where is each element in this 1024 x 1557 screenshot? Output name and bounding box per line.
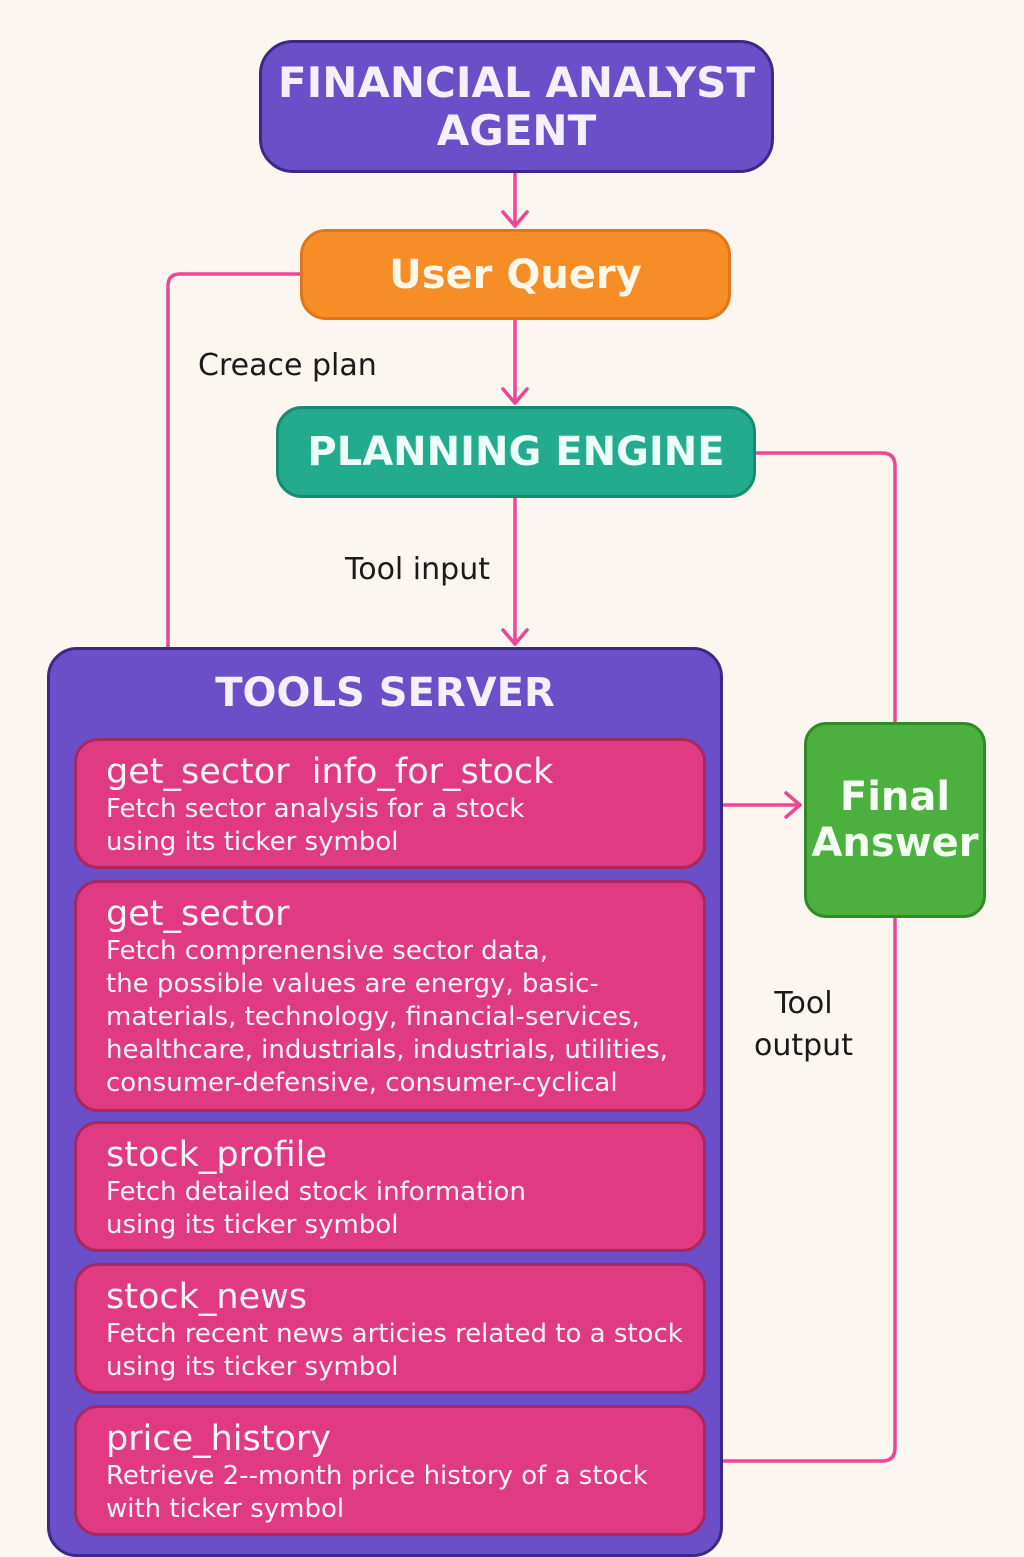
planning-engine-node: PLANNING ENGINE — [276, 406, 756, 498]
agent-to-query-arrowhead — [501, 210, 529, 228]
tool-to-final-arrowhead — [784, 791, 802, 819]
create-plan-loop-line — [166, 272, 302, 649]
tool-card-get-sector: get_sector Fetch comprenensive sector da… — [74, 880, 706, 1112]
tools-server-panel: TOOLS SERVER get_sector info_for_stock F… — [47, 647, 723, 1557]
tool-name: get_sector info_for_stock — [106, 752, 554, 792]
tool-card-stock-news: stock_news Fetch recent news articies re… — [74, 1263, 706, 1394]
tool-description: Retrieve 2--month price history of a sto… — [106, 1461, 648, 1524]
tool-name: get_sector — [106, 894, 290, 934]
tool-output-label: Tool output — [754, 986, 853, 1063]
tool-input-label: Tool input — [345, 552, 490, 587]
tool-name: price_history — [106, 1419, 331, 1459]
create-plan-label: Creace plan — [198, 348, 377, 383]
tool-card-get-sector-info-for-stock: get_sector info_for_stock Fetch sector a… — [74, 738, 706, 869]
tools-server-title: TOOLS SERVER — [215, 670, 555, 716]
tool-output-loop-line — [721, 917, 897, 1463]
tool-description: Fetch sector analysis for a stock using … — [106, 794, 525, 857]
tool-description: Fetch detailed stock information using i… — [106, 1177, 526, 1240]
tool-name: stock_profile — [106, 1135, 327, 1175]
planning-to-final-line — [755, 451, 897, 723]
tool-name: stock_news — [106, 1277, 307, 1317]
planning-to-tools-arrowhead — [501, 628, 529, 646]
tool-description: Fetch recent news articies related to a … — [106, 1319, 683, 1382]
user-query-node: User Query — [300, 229, 731, 320]
tool-card-price-history: price_history Retrieve 2--month price hi… — [74, 1405, 706, 1536]
final-answer-node: Final Answer — [804, 722, 986, 918]
agent-node: FINANCIAL ANALYST AGENT — [259, 40, 774, 173]
query-to-planning-arrowhead — [501, 387, 529, 405]
tool-card-stock-profile: stock_profile Fetch detailed stock infor… — [74, 1121, 706, 1252]
tool-description: Fetch comprenensive sector data, the pos… — [106, 936, 668, 1098]
